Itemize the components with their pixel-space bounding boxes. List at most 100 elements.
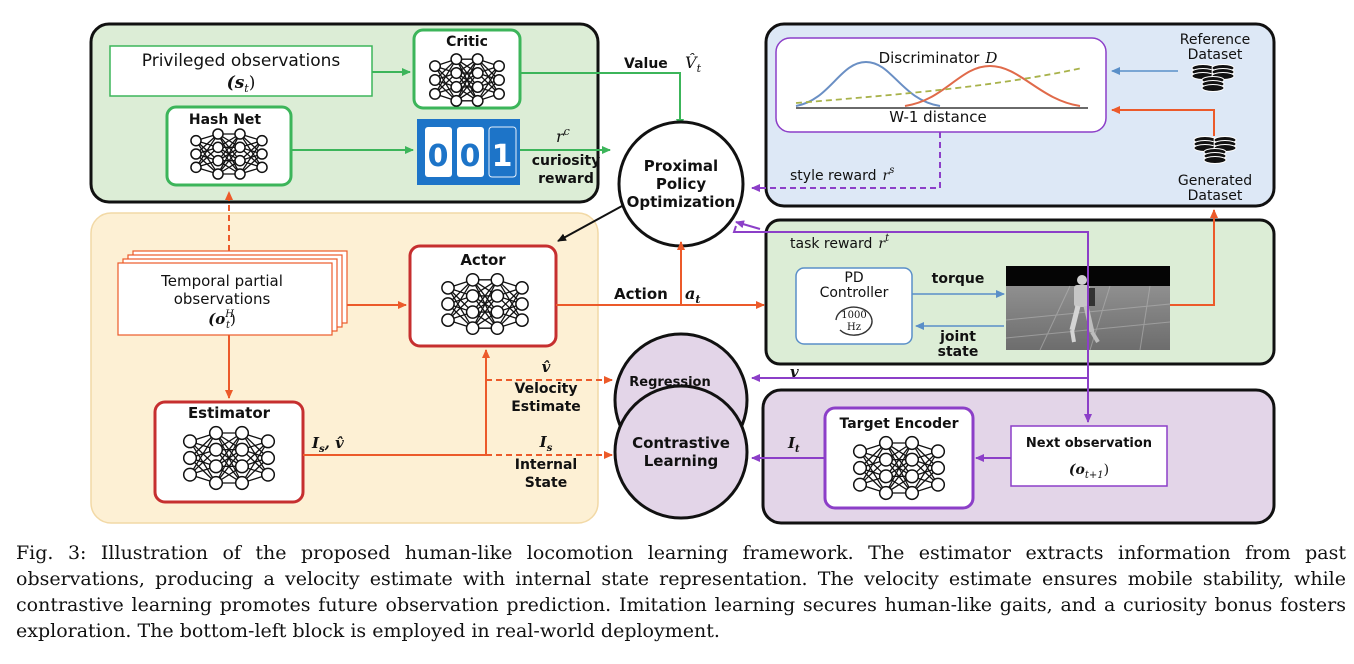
nn-edge [215,432,243,484]
reference-line2: Dataset [1188,47,1243,63]
nn-node [878,435,894,451]
nn-node [904,452,920,467]
estimator-label: Estimator [188,404,271,422]
velocity-line2: Estimate [511,399,581,415]
internal-line2: State [525,475,567,491]
nn-edge [496,287,523,329]
nn-node [234,475,250,491]
hash-digit-2: 0 [460,139,481,174]
temporal-line2: observations [174,290,271,308]
nn-node [428,73,442,87]
nn-node [212,141,224,154]
nn-node [930,477,946,492]
nn-node [490,321,505,336]
nn-node [465,321,480,336]
nn-node [208,425,224,441]
nn-node [428,87,442,100]
nn-node [492,73,506,87]
nn-node [490,272,505,287]
nn-node [490,289,505,303]
nn-node [515,313,529,327]
pd-freq-line1: 1000 [841,310,866,321]
nn-node [234,425,250,441]
nn-edge [911,450,939,494]
hash-net-label: Hash Net [189,112,262,128]
neural-net-icon [428,53,506,107]
hash-digit-3: 1 [492,139,513,174]
joint-line1: joint [939,329,976,345]
target-encoder-label: Target Encoder [839,416,958,432]
nn-node [212,168,224,180]
nn-node [256,148,268,160]
w1-distance-label: W-1 distance [889,108,987,126]
nn-node [492,87,506,100]
ppo-line3: Optimization [627,193,736,211]
privileged-observations-box: Privileged observations (st) [109,45,373,97]
nn-node [182,467,198,482]
nn-edge [447,279,474,321]
hash-net-network: Hash Net [165,105,293,187]
nn-node [234,128,246,140]
nn-edge [472,279,498,329]
nn-node [212,154,224,167]
neural-net-icon [182,425,276,491]
next-observation-box: Next observation (ot+1) [1010,425,1168,487]
pd-controller-box: PD Controller 1000 Hz [795,267,913,345]
nn-node [904,469,920,484]
nn-edge [434,58,457,95]
nn-node [190,134,202,147]
is-label: Is [539,433,553,454]
nn-node [256,161,268,174]
value-label: Value [624,56,668,72]
nn-node [260,467,276,482]
actor-network: Actor [408,244,558,348]
value-symbol: V̂t [685,53,702,75]
is-v-label: Is, v̂ [311,434,344,455]
pd-line1: PD [844,270,863,286]
nn-node [852,477,868,492]
contrastive-line2: Learning [644,452,719,470]
estimator-network: Estimator [153,400,305,504]
curiosity-line1: curiosity [532,153,601,169]
nn-node [234,141,246,154]
nn-node [471,94,484,107]
nn-edge [189,432,217,476]
framework-diagram: Privileged observations (st) Critic Hash… [89,22,1276,525]
reference-line1: Reference [1180,32,1251,48]
target-encoder-network: Target Encoder [823,406,975,510]
nn-node [428,60,442,73]
nn-node [450,80,463,93]
nn-node [465,305,480,319]
nn-edge [885,442,913,494]
nn-edge [241,440,269,484]
db-disk [1203,156,1227,164]
nn-node [208,459,224,474]
nn-node [492,60,506,73]
generated-dataset: Generated Dataset [1178,136,1252,204]
nn-node [190,161,202,174]
nn-node [441,297,455,311]
critic-score-curve [795,67,1083,104]
svg-text:(st): (st) [227,73,256,95]
nn-node [471,80,484,93]
next-obs-label: Next observation [1026,436,1152,451]
nn-node [441,281,455,295]
nn-edge [859,442,887,486]
database-icon [1191,64,1235,92]
neural-net-icon [190,128,268,180]
reference-dataset: Reference Dataset [1180,32,1251,92]
nn-node [471,67,484,80]
nn-edge [455,58,479,102]
nn-node [930,460,946,476]
nn-node [852,460,868,476]
database-icon [1193,136,1237,164]
nn-node [450,53,463,66]
it-label: It [787,434,800,455]
contrastive-learning-node: Contrastive Learning [613,384,749,520]
